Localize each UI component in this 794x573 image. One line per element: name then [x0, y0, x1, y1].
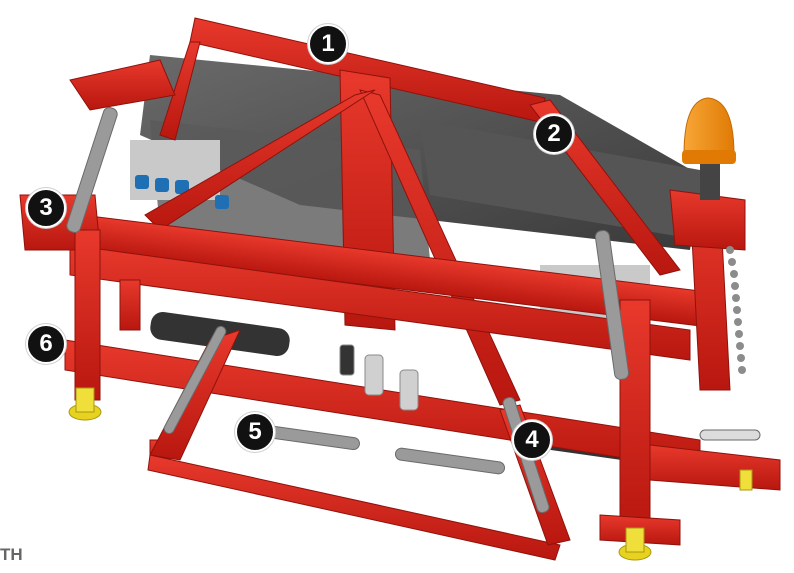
yellow-feet — [68, 387, 753, 561]
callout-6: 6 — [26, 324, 66, 364]
valve-block-left — [130, 140, 229, 209]
callout-3: 3 — [26, 188, 66, 228]
callout-2: 2 — [534, 114, 574, 154]
warning-beacon-icon — [682, 97, 736, 200]
callout-1: 1 — [308, 24, 348, 64]
nozzles — [339, 344, 419, 411]
cropped-caption-text: TH — [0, 545, 23, 564]
callout-5: 5 — [235, 412, 275, 452]
red-frame — [19, 17, 781, 561]
callout-4: 4 — [512, 420, 552, 460]
chain — [726, 246, 746, 374]
